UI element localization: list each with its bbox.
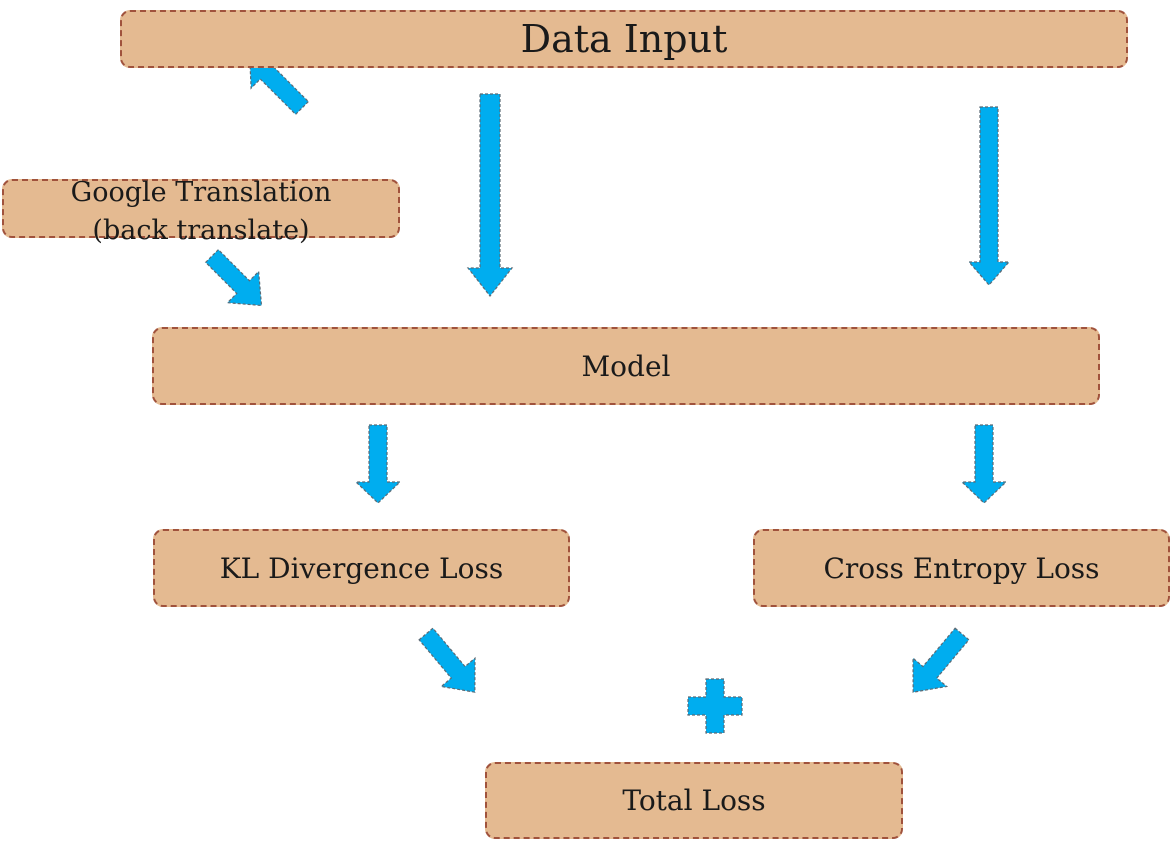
total-loss-node: Total Loss <box>485 762 903 839</box>
total-loss-label: Total Loss <box>622 784 766 817</box>
plus-icon <box>687 678 743 734</box>
google-translation-node: Google Translation (back translate) <box>2 177 400 246</box>
data-input-label: Data Input <box>520 17 728 61</box>
model-label: Model <box>581 349 671 383</box>
arrow-model-to-kl-divergence <box>354 424 402 504</box>
arrow-data-input-to-model <box>466 93 514 297</box>
arrow-kl-divergence-to-total-loss <box>418 627 476 693</box>
cross-entropy-loss-label: Cross Entropy Loss <box>823 551 1100 585</box>
kl-divergence-loss-node: KL Divergence Loss <box>153 529 570 607</box>
back-translate-label: (back translate) <box>92 215 310 246</box>
google-translation-label: Google Translation <box>70 177 332 208</box>
arrow-cross-entropy-to-total-loss <box>912 627 970 693</box>
kl-divergence-loss-label: KL Divergence Loss <box>219 551 504 585</box>
model-node: Model <box>152 327 1100 405</box>
cross-entropy-loss-node: Cross Entropy Loss <box>753 529 1170 607</box>
arrow-data-input-to-cross-entropy <box>967 106 1011 286</box>
data-input-node: Data Input <box>120 10 1128 68</box>
arrow-google-translation-to-model <box>204 248 263 307</box>
arrow-model-to-cross-entropy <box>960 424 1008 504</box>
